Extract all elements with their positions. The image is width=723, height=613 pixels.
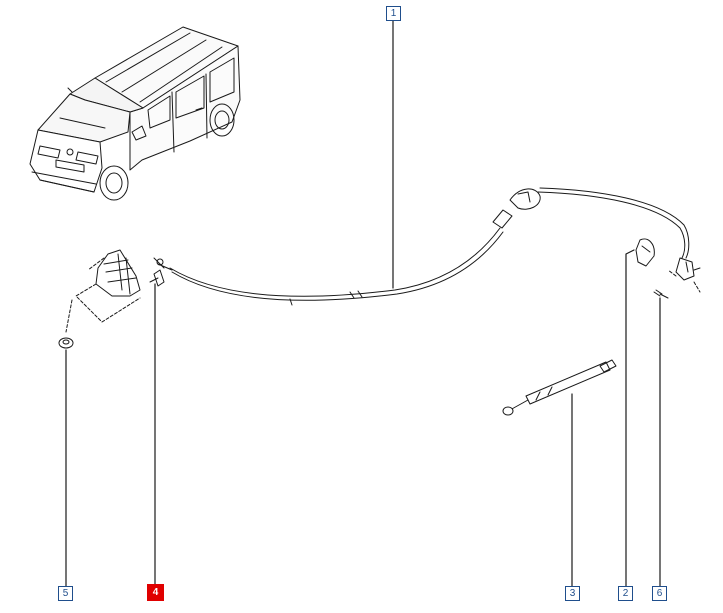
callout-3[interactable]: 3	[565, 586, 580, 601]
clip-part-5	[58, 337, 74, 349]
screw-part-6	[653, 289, 669, 299]
latch-part-2	[635, 238, 655, 267]
hood-release-cable	[153, 187, 701, 306]
release-handle-assembly	[65, 249, 165, 333]
callout-6[interactable]: 6	[652, 586, 667, 601]
gas-strut-part-3	[502, 359, 617, 416]
callout-2[interactable]: 2	[618, 586, 633, 601]
callout-1[interactable]: 1	[386, 6, 401, 21]
vehicle-illustration	[29, 26, 241, 201]
callout-4-selected[interactable]: 4	[147, 584, 164, 601]
callout-leader-lines	[65, 17, 661, 587]
callout-5[interactable]: 5	[58, 586, 73, 601]
